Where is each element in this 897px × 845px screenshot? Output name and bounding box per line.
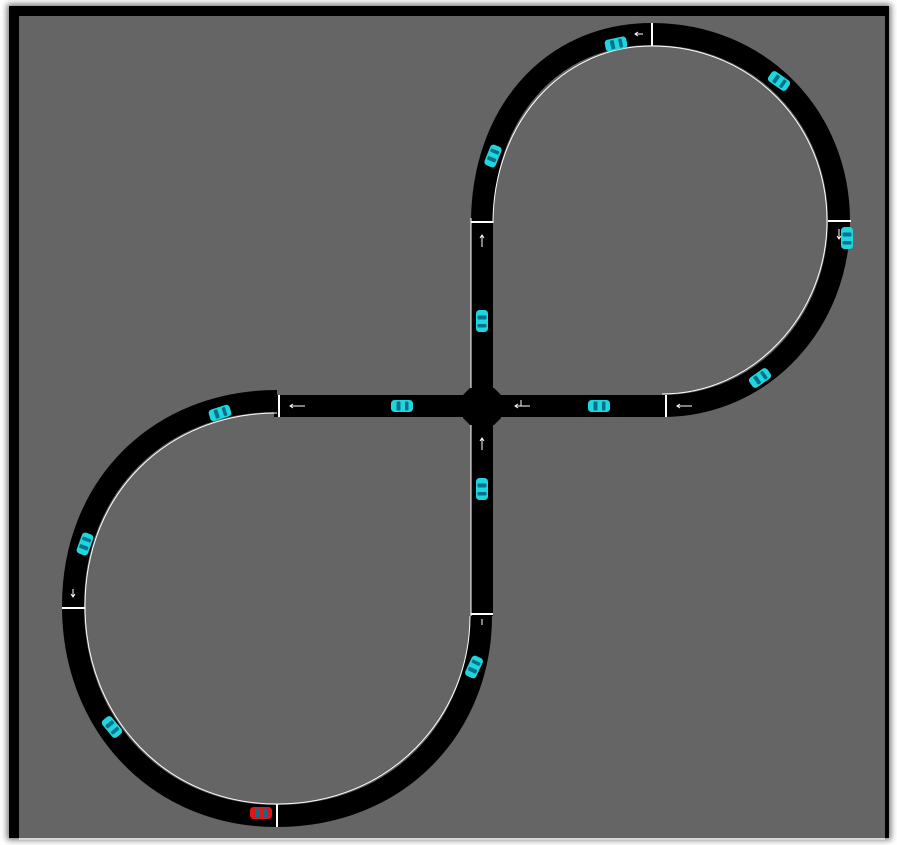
direction-arrows [71,32,841,625]
car-icon [391,400,413,412]
road-network [73,34,839,816]
ego-car-icon [250,807,272,819]
car-icon [476,478,488,500]
upper-loop-inner-edge [493,46,827,394]
car-icon [588,400,610,412]
lower-loop-inner-edge [85,413,470,804]
simulation-canvas [19,16,885,840]
lower-left-loop-road [73,401,481,816]
intersection-octagon [463,388,501,425]
car-icon [476,310,488,332]
simulation-window-frame [9,6,889,838]
car-icon [841,227,853,249]
figure-eight-track-scene [19,16,885,838]
